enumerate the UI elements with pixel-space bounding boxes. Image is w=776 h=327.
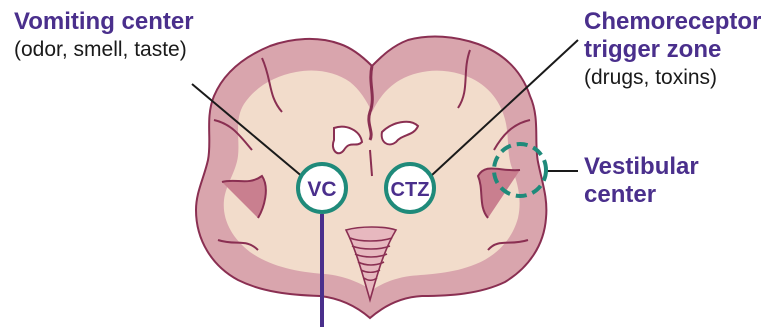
vestibular-title-line2: center <box>584 182 656 209</box>
vc-marker-label: VC <box>307 178 336 201</box>
vestibular-title-line1: Vestibular <box>584 154 699 181</box>
ctz-title-line1: Chemoreceptor <box>584 9 761 36</box>
ctz-title-line2: trigger zone <box>584 37 721 64</box>
vomiting-center-title: Vomiting center <box>14 9 194 36</box>
vomiting-center-subtitle: (odor, smell, taste) <box>14 38 187 62</box>
ctz-subtitle: (drugs, toxins) <box>584 66 717 90</box>
ctz-marker-label: CTZ <box>391 179 430 201</box>
